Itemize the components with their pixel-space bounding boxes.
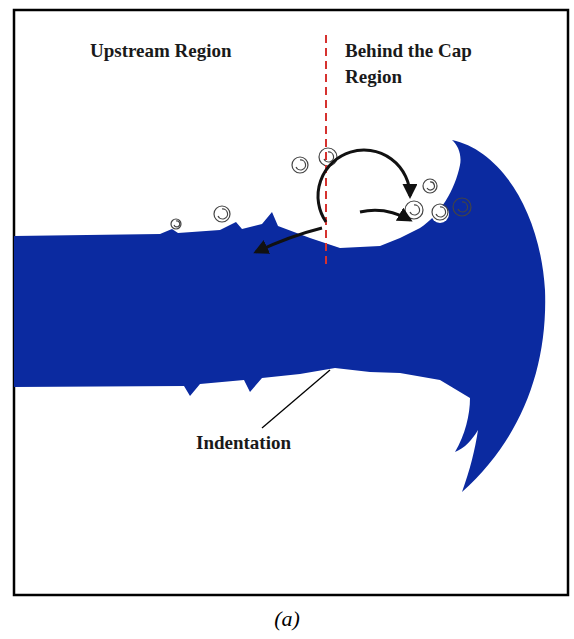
leader-line — [262, 370, 330, 428]
region-divider — [325, 35, 327, 268]
region-label: Upstream Region — [90, 38, 290, 64]
frame — [14, 10, 568, 595]
figure-caption: (a) — [0, 606, 574, 632]
region-label: Behind the Cap Region — [345, 38, 520, 90]
flow-arrows — [256, 150, 410, 252]
region-label: Indentation — [196, 430, 346, 456]
vortices — [171, 148, 471, 229]
jet-body — [14, 140, 545, 492]
